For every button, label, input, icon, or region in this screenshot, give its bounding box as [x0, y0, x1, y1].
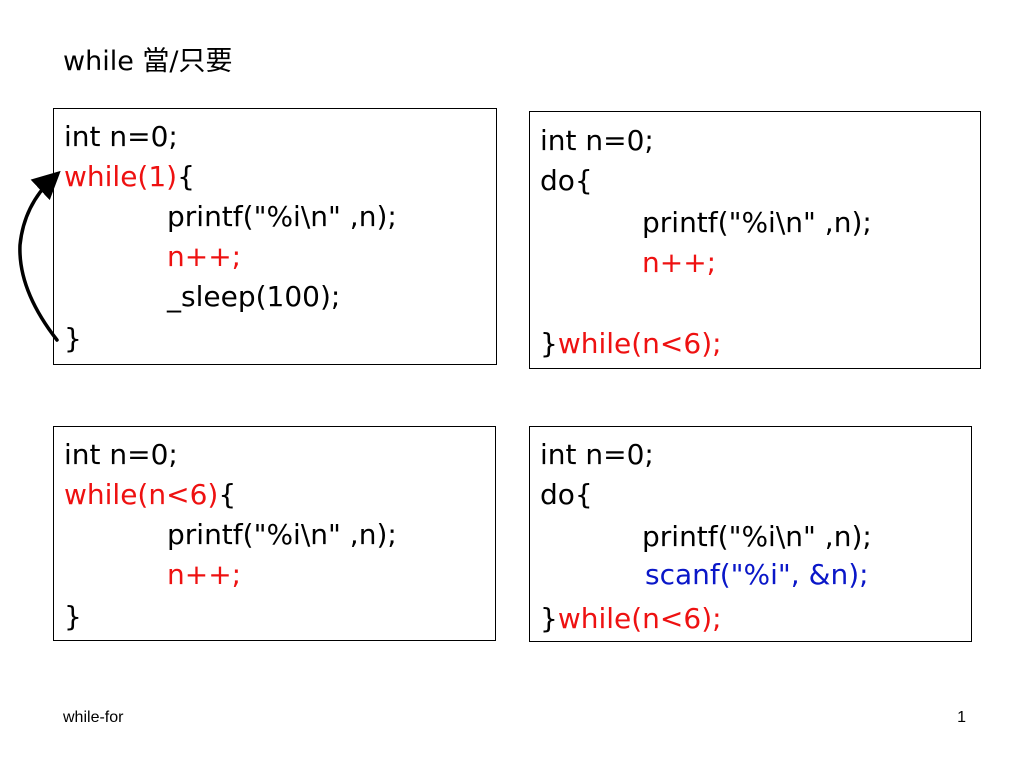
- open-brace: {: [218, 478, 237, 511]
- close-brace: }: [540, 602, 558, 635]
- code-line-while-header: while(n<6){: [64, 475, 236, 515]
- code-line-printf: printf("%i\n" ,n);: [642, 520, 872, 553]
- code-line-increment: n++;: [167, 240, 242, 273]
- code-line-do-header: do{: [540, 478, 593, 511]
- code-box-do-while: int n=0; do{ printf("%i\n" ,n); n++; }wh…: [529, 111, 981, 369]
- code-line-printf: printf("%i\n" ,n);: [167, 518, 397, 551]
- loop-back-arrow-icon: [18, 170, 61, 342]
- code-line-printf: printf("%i\n" ,n);: [642, 206, 872, 239]
- open-brace: {: [177, 160, 195, 193]
- while-condition: while(n<6): [64, 478, 219, 511]
- code-line-increment: n++;: [642, 246, 717, 279]
- code-line-while-footer: }while(n<6);: [540, 324, 722, 364]
- close-brace: }: [540, 327, 558, 360]
- code-box-while-condition: int n=0; while(n<6){ printf("%i\n" ,n); …: [53, 426, 496, 641]
- code-line-while-footer: }while(n<6);: [540, 599, 722, 639]
- code-box-while-infinite: int n=0; while(1){ printf("%i\n" ,n); n+…: [53, 108, 497, 365]
- code-line-declaration: int n=0;: [540, 438, 654, 471]
- while-condition: while(n<6);: [557, 327, 722, 360]
- code-line-declaration: int n=0;: [540, 124, 654, 157]
- code-line-increment: n++;: [167, 558, 242, 591]
- code-line-printf: printf("%i\n" ,n);: [167, 200, 397, 233]
- footer-label: while-for: [63, 709, 124, 726]
- page-number: 1: [957, 709, 966, 726]
- code-line-declaration: int n=0;: [64, 120, 178, 153]
- code-line-do-header: do{: [540, 164, 593, 197]
- code-line-scanf: scanf("%i", &n);: [645, 558, 869, 591]
- slide-title: while 當/只要: [63, 46, 233, 77]
- close-brace: }: [64, 322, 82, 355]
- code-line-declaration: int n=0;: [64, 438, 178, 471]
- code-box-do-while-scanf: int n=0; do{ printf("%i\n" ,n); scanf("%…: [529, 426, 972, 642]
- close-brace: }: [64, 600, 82, 633]
- code-line-sleep: _sleep(100);: [167, 280, 341, 313]
- while-condition: while(1): [64, 160, 178, 193]
- while-condition: while(n<6);: [557, 602, 722, 635]
- code-line-while-header: while(1){: [64, 157, 195, 197]
